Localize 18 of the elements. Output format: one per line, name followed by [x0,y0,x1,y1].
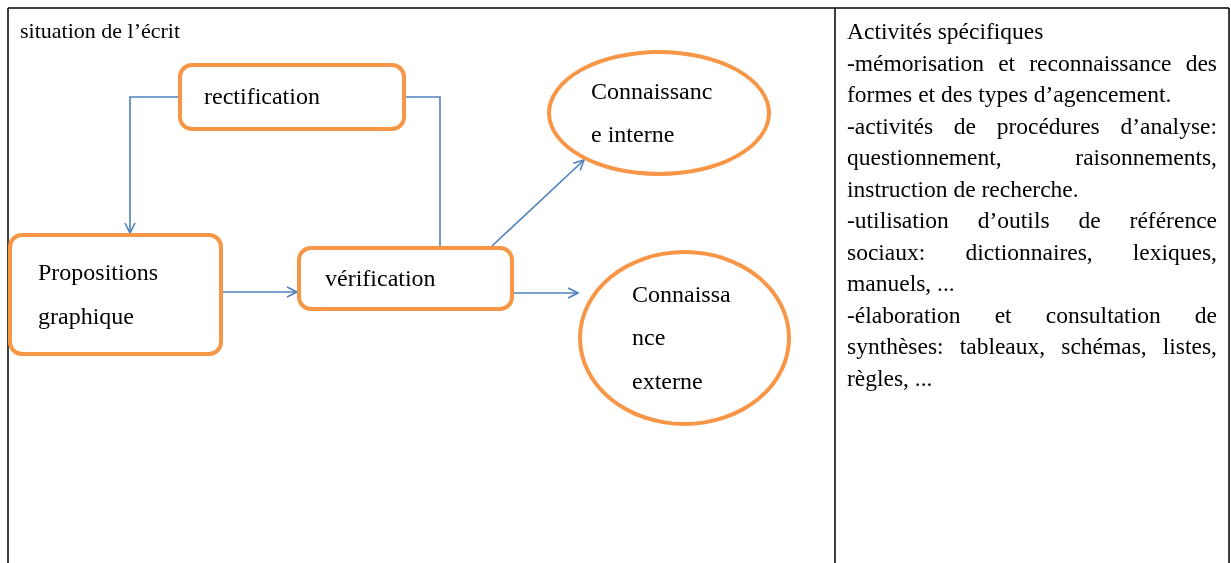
activity-text: -activités de procédures d’analyse: questionnement, raisonnements, instruction de recherche. [847,111,1217,204]
node-text: Connaissanc e interne [591,76,714,149]
arrow [124,96,179,234]
process-box [178,63,406,131]
cell-heading: situation de l’écrit [20,18,182,44]
arrow [513,287,579,299]
process-box [297,246,514,311]
activity-text: -mémorisation et reconnaissance des formes et des types d’agencement. [847,48,1217,109]
arrow [491,159,585,247]
activity-text: -utilisation d’outils de référence sociaux: dictionnaires, lexiques, manuels, ... [847,206,1217,298]
process-box [8,233,223,356]
arrow [222,286,298,298]
node-text: vérification [325,263,436,293]
node-text: Propositions graphique [38,258,160,331]
node-text: Connaissa nce externe [632,280,732,396]
node-text: rectification [204,82,320,112]
cell-heading: Activités spécifiques [847,17,1045,46]
activity-text: -élaboration et consultation de synthèses: tableaux, schémas, listes, règles, ... [847,300,1217,393]
